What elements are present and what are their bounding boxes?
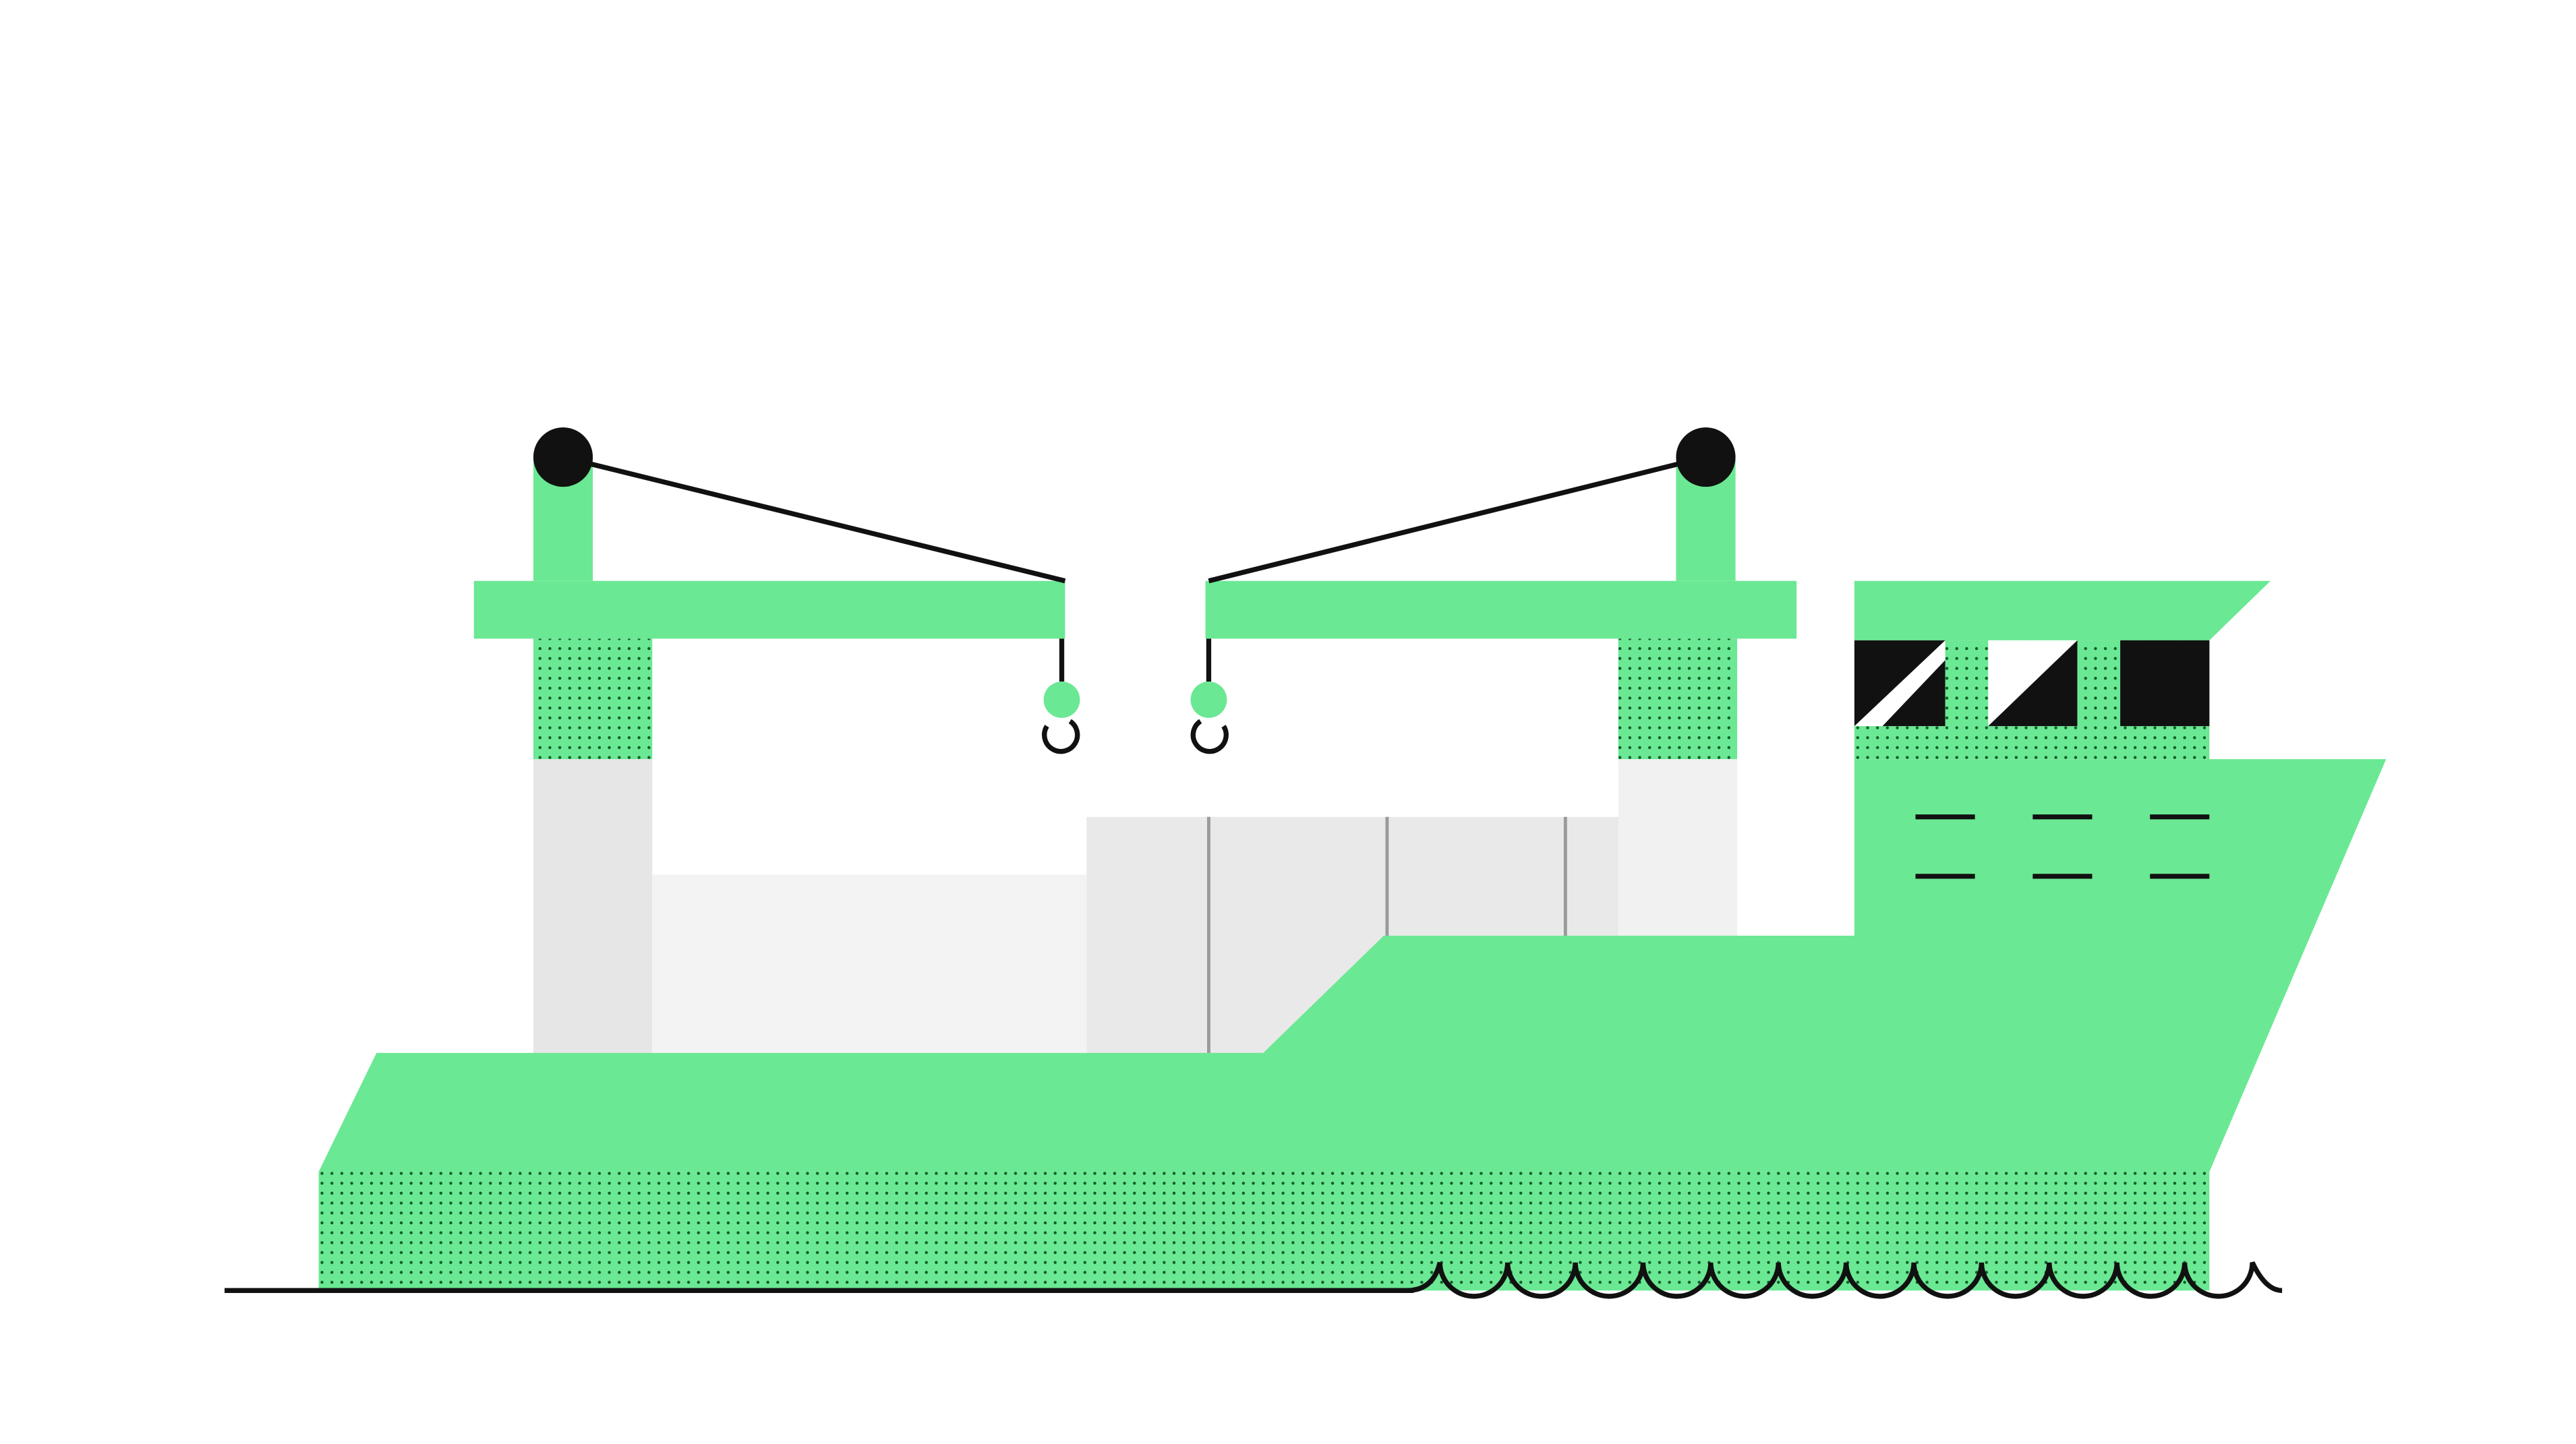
right-crane-pillar-base [1618, 759, 1738, 949]
wheelhouse [1854, 580, 2271, 760]
window-right-icon [2120, 640, 2210, 727]
crane-right-pulley [1676, 427, 1736, 487]
container-block-light [652, 874, 1090, 1056]
hook-left-ball [1043, 682, 1080, 718]
ship-hull-lower-band [318, 1172, 2210, 1291]
crane-left-column [533, 638, 653, 760]
hook-left-icon [1042, 719, 1080, 754]
left-crane-pillar-base [533, 759, 653, 1056]
crane-left-boom [473, 580, 1065, 639]
crane-left-pulley [533, 427, 593, 487]
water-waves-icon [1407, 1261, 2283, 1299]
superstructure-vents [1915, 814, 2210, 879]
crane-left-icon [473, 427, 1080, 760]
crane-right-boom [1205, 580, 1797, 639]
window-middle-icon [1988, 640, 2078, 727]
wheelhouse-roof [1854, 580, 2271, 640]
crane-left-cable [562, 454, 1066, 584]
window-left-icon [1854, 640, 1945, 727]
crane-right-column [1618, 638, 1738, 760]
crane-right-cable [1208, 454, 1707, 584]
ship-hull [318, 759, 2387, 1172]
hook-right-icon [1190, 719, 1229, 754]
crane-right-icon [1190, 427, 1797, 760]
hook-right-ball [1190, 682, 1227, 718]
